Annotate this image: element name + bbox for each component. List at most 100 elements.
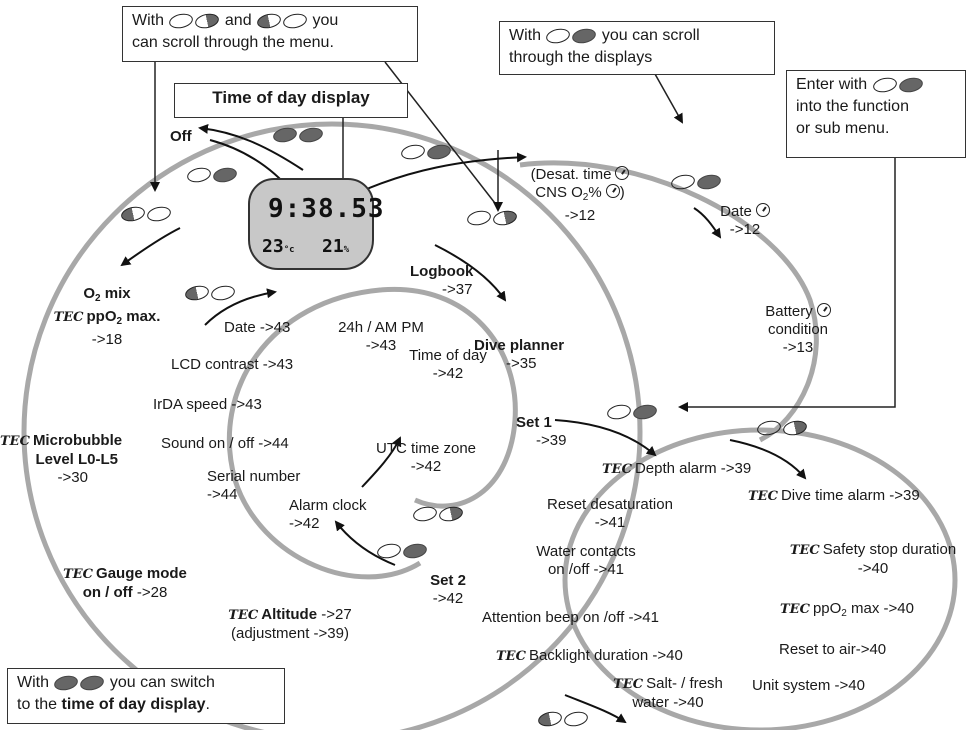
- set1-label: Set 1 ->39: [516, 414, 566, 450]
- label-text: Altitude: [261, 606, 318, 623]
- button-right-icon: [297, 125, 325, 145]
- button-right-icon: [897, 75, 924, 95]
- callout-line: [678, 158, 896, 412]
- lcd-o2-unit: %: [343, 245, 350, 255]
- arrow: [359, 152, 527, 193]
- arrow: [434, 244, 507, 302]
- page-ref: ->43: [365, 337, 397, 354]
- label-text: condition: [767, 321, 829, 338]
- set1-reset-desat: Reset desaturation->41: [530, 496, 690, 532]
- lcd-o2: 21%: [322, 236, 349, 257]
- arrow: [198, 123, 304, 171]
- set2-utc: UTC time zone->42: [356, 440, 496, 476]
- button-pair: [605, 402, 659, 422]
- button-left-icon: [669, 172, 697, 192]
- button-pair: [755, 418, 809, 438]
- button-right-icon: [781, 418, 809, 438]
- label-text: Date: [720, 203, 752, 220]
- page-ref: ->12: [564, 207, 596, 224]
- time-of-day-box: Time of day display: [174, 83, 408, 118]
- dive-planner-label: Dive planner ->35: [474, 337, 564, 373]
- tec-icon: TEC: [780, 602, 810, 617]
- set2-irda: IrDA speed ->43: [153, 396, 262, 413]
- label-text: Set 1: [516, 414, 552, 431]
- button-left-icon: [536, 709, 564, 729]
- battery-display: Battery condition ->13: [748, 303, 848, 357]
- page-ref: ->37: [442, 281, 473, 298]
- button-pair: [465, 208, 519, 228]
- page-ref: ->39: [536, 432, 567, 449]
- lcd-display: 9:38.53 23°c 21%: [248, 178, 384, 270]
- set2-sound: Sound on / off ->44: [161, 435, 289, 452]
- button-right-icon: [695, 172, 723, 192]
- box-text: through the displays: [509, 49, 653, 66]
- label-text: UTC time zone: [375, 440, 477, 457]
- button-pair: [669, 172, 723, 192]
- button-left-icon: [545, 26, 572, 46]
- label-text: Serial number: [207, 468, 301, 485]
- enter-with-box: Enter with into the function or sub menu…: [786, 70, 966, 158]
- box-text: With: [509, 27, 541, 44]
- box-text: With: [17, 674, 49, 691]
- button-pair: [375, 541, 429, 561]
- label-text: ppO: [86, 308, 117, 325]
- button-left-icon: [375, 541, 403, 561]
- arrow: [361, 436, 402, 488]
- button-right-icon: [194, 11, 221, 31]
- button-right-icon: [145, 204, 173, 224]
- box-text: With: [132, 12, 164, 29]
- arrow: [729, 439, 807, 480]
- label-text: Set 2: [430, 572, 466, 589]
- set1-loop: [562, 427, 958, 730]
- button-left-icon: [183, 283, 211, 303]
- button-right-icon: [425, 142, 453, 162]
- label-text: Safety stop duration: [822, 541, 957, 558]
- page-ref: ->30: [57, 469, 88, 486]
- tec-icon: TEC: [228, 608, 259, 623]
- tec-icon: TEC: [0, 434, 30, 449]
- scroll-menu-box: With and you can scroll through the menu…: [122, 6, 418, 62]
- label-sub: 2: [582, 192, 589, 203]
- button-pair: [185, 165, 239, 185]
- box-text-bold: time of day display: [61, 696, 206, 713]
- button-left-icon: [53, 673, 80, 693]
- label-sub: 2: [116, 316, 123, 327]
- page-ref: ->35: [506, 355, 537, 372]
- button-left-icon: [255, 11, 283, 31]
- box-text: to the: [17, 696, 58, 713]
- page-ref: ->12: [729, 221, 761, 238]
- label-text: Dive planner: [474, 337, 565, 354]
- label-sub: 2: [841, 608, 847, 619]
- set1-unit-system: Unit system ->40: [752, 677, 865, 694]
- label-text: 24h / AM PM: [338, 319, 424, 336]
- button-right-icon: [401, 541, 429, 561]
- set2-time-of-day: Time of day->42: [393, 347, 503, 383]
- clock-icon: [755, 203, 770, 217]
- arrow: [204, 288, 277, 326]
- lcd-time: 9:38.53: [268, 194, 385, 224]
- label-text: Dive time alarm ->39: [780, 487, 920, 504]
- box-text: Enter with: [796, 76, 868, 93]
- button-left-icon: [119, 204, 147, 224]
- label-text: ppO: [812, 600, 842, 617]
- set2-lcd-contrast: LCD contrast ->43: [171, 356, 294, 373]
- button-pair: [271, 125, 325, 145]
- box-text: into the function: [796, 98, 909, 115]
- button-pair: [399, 142, 453, 162]
- button-left-icon: [399, 142, 427, 162]
- button-right-icon: [437, 504, 465, 524]
- set1-reset-air: Reset to air->40: [779, 641, 887, 658]
- button-left-icon: [465, 208, 493, 228]
- date-display: Date ->12: [700, 203, 790, 239]
- button-pair: [536, 709, 590, 729]
- label-text: on /off ->41: [547, 561, 625, 578]
- button-pair: [183, 283, 237, 303]
- main-menu-loop: [21, 121, 643, 730]
